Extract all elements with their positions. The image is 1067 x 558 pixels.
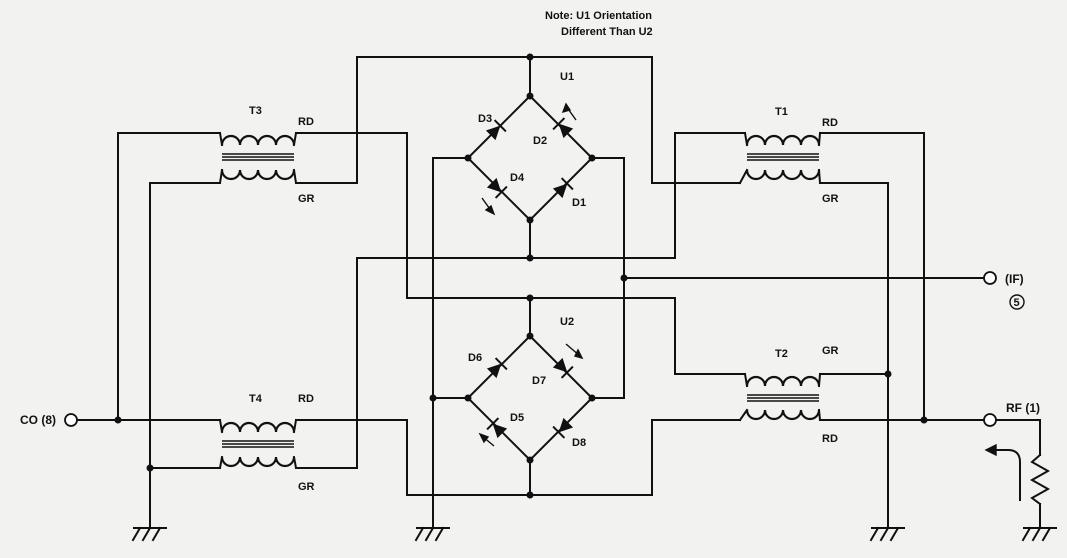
d4-label: D4 (510, 172, 525, 184)
if-port-label: (IF) (1005, 272, 1024, 286)
diode-d8 (552, 417, 574, 439)
d8-label: D8 (572, 437, 586, 449)
t3-gr-label: GR (298, 193, 315, 205)
ground-rf-load (1021, 526, 1057, 542)
note-line-1: Note: U1 Orientation (545, 10, 652, 22)
diode-d7 (552, 357, 574, 379)
if-pin-number: 5 (1014, 297, 1020, 309)
ground-center (414, 526, 450, 542)
d5-label: D5 (510, 412, 524, 424)
t2-rd-label: RD (822, 433, 838, 445)
arrow-u1-top (561, 102, 577, 121)
diode-d4 (486, 177, 508, 199)
transformer-t3 (218, 131, 298, 185)
if-pin-circle (1009, 294, 1025, 310)
u2-label: U2 (560, 316, 574, 328)
arrow-u1-bottom (481, 197, 496, 216)
d2-label: D2 (533, 135, 547, 147)
u1-label: U1 (560, 71, 574, 83)
d7-label: D7 (532, 375, 546, 387)
note-line-2: Different Than U2 (561, 26, 653, 38)
diode-d6 (486, 357, 508, 379)
if-port-terminal[interactable] (983, 271, 997, 285)
t3-label: T3 (249, 105, 262, 117)
d3-label: D3 (478, 113, 492, 125)
t1-rd-label: RD (822, 117, 838, 129)
t2-label: T2 (775, 348, 788, 360)
t2-gr-label: GR (822, 345, 839, 357)
diode-d1 (552, 177, 574, 199)
diode-d5 (486, 417, 508, 439)
t3-rd-label: RD (298, 116, 314, 128)
t4-label: T4 (249, 393, 263, 405)
lo-port-label: CO (8) (20, 413, 56, 427)
rf-port-terminal[interactable] (983, 413, 997, 427)
rf-direction-arrow (984, 443, 1021, 501)
t1-label: T1 (775, 106, 788, 118)
diode-d2 (552, 117, 574, 139)
diode-d3 (485, 119, 507, 141)
arrow-u2-top (565, 343, 584, 360)
junction-dots (114, 53, 928, 499)
rf-port-label: RF (1) (1006, 401, 1040, 415)
d6-label: D6 (468, 352, 482, 364)
t1-gr-label: GR (822, 193, 839, 205)
lo-port-terminal[interactable] (64, 413, 78, 427)
t4-gr-label: GR (298, 481, 315, 493)
arrow-u2-bottom (478, 432, 495, 447)
transformer-t2 (738, 372, 822, 422)
ground-left (131, 526, 167, 542)
transformer-t1 (738, 131, 822, 185)
ground-right (869, 526, 905, 542)
d1-label: D1 (572, 197, 586, 209)
transformer-t4 (218, 418, 298, 470)
t4-rd-label: RD (298, 393, 314, 405)
